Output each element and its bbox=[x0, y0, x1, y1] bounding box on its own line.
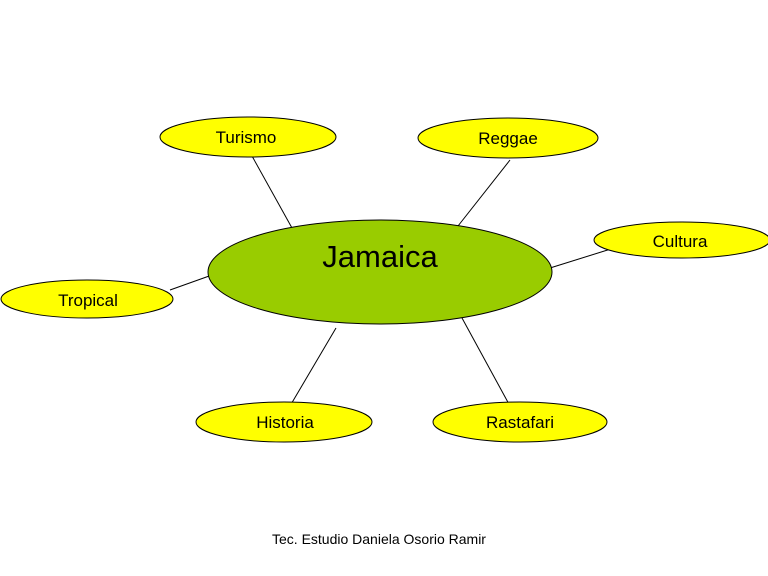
node-reggae-label: Reggae bbox=[478, 129, 538, 148]
node-historia-label: Historia bbox=[256, 413, 314, 432]
node-tropical-label: Tropical bbox=[58, 291, 118, 310]
node-historia: Historia bbox=[195, 401, 373, 443]
node-turismo-label: Turismo bbox=[216, 128, 277, 147]
connector-tropical bbox=[169, 274, 213, 291]
connector-cultura bbox=[549, 247, 615, 269]
node-rastafari-label: Rastafari bbox=[486, 413, 554, 432]
footer-credit: Tec. Estudio Daniela Osorio Ramir bbox=[272, 531, 486, 547]
node-historia-ellipse bbox=[195, 401, 373, 443]
node-cultura-ellipse bbox=[593, 221, 768, 259]
node-cultura: Cultura bbox=[593, 221, 768, 259]
node-rastafari-ellipse bbox=[432, 401, 608, 443]
node-turismo: Turismo bbox=[159, 116, 337, 158]
connector-turismo bbox=[251, 155, 293, 229]
connector-rastafari bbox=[461, 317, 511, 407]
center-node-jamaica: Jamaica bbox=[207, 219, 553, 325]
connector-historia bbox=[289, 327, 337, 407]
node-rastafari: Rastafari bbox=[432, 401, 608, 443]
center-label: Jamaica bbox=[322, 239, 438, 274]
node-reggae: Reggae bbox=[417, 117, 599, 159]
node-reggae-ellipse bbox=[417, 117, 599, 159]
node-cultura-label: Cultura bbox=[653, 232, 708, 251]
connector-reggae bbox=[457, 159, 511, 227]
node-turismo-ellipse bbox=[159, 116, 337, 158]
node-tropical-ellipse bbox=[0, 279, 174, 319]
center-ellipse bbox=[207, 219, 553, 325]
node-tropical: Tropical bbox=[0, 279, 174, 319]
